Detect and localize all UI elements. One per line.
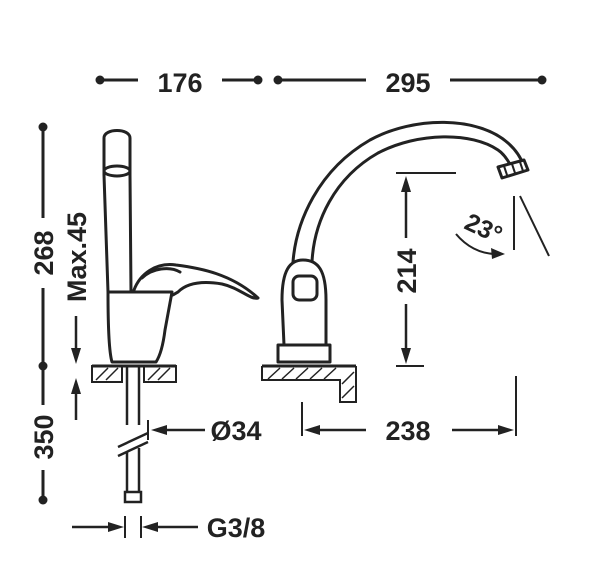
dimension-238-label: 238 [385, 416, 430, 446]
dimension-hole-diameter: Ø34 [147, 416, 262, 446]
side-view-countertop [91, 364, 177, 383]
dimension-max-45-label: Max.45 [62, 212, 92, 302]
dimension-176-label: 176 [157, 68, 202, 98]
dimension-268: 268 [29, 122, 59, 371]
side-view-faucet [102, 129, 260, 364]
dimension-295-label: 295 [385, 68, 430, 98]
dimension-thread: G3/8 [72, 513, 265, 543]
supply-hose [117, 366, 149, 504]
front-view-countertop [261, 364, 357, 403]
dimension-214: 214 [392, 172, 456, 367]
dimension-350: 350 [29, 366, 59, 505]
dimension-swivel-angle-label: 23° [460, 208, 506, 249]
front-view-faucet [276, 120, 530, 364]
dimension-268-label: 268 [29, 230, 59, 275]
dimension-295: 295 [273, 68, 547, 98]
dimension-swivel-angle: 23° [455, 195, 550, 259]
dimension-238: 238 [301, 376, 517, 446]
dimension-214-label: 214 [392, 248, 422, 293]
dimension-350-label: 350 [29, 414, 59, 459]
dimension-176: 176 [95, 68, 263, 98]
dimension-thread-label: G3/8 [207, 513, 266, 543]
dimension-max-45: Max.45 [62, 212, 92, 420]
dimension-hole-diameter-label: Ø34 [210, 416, 261, 446]
